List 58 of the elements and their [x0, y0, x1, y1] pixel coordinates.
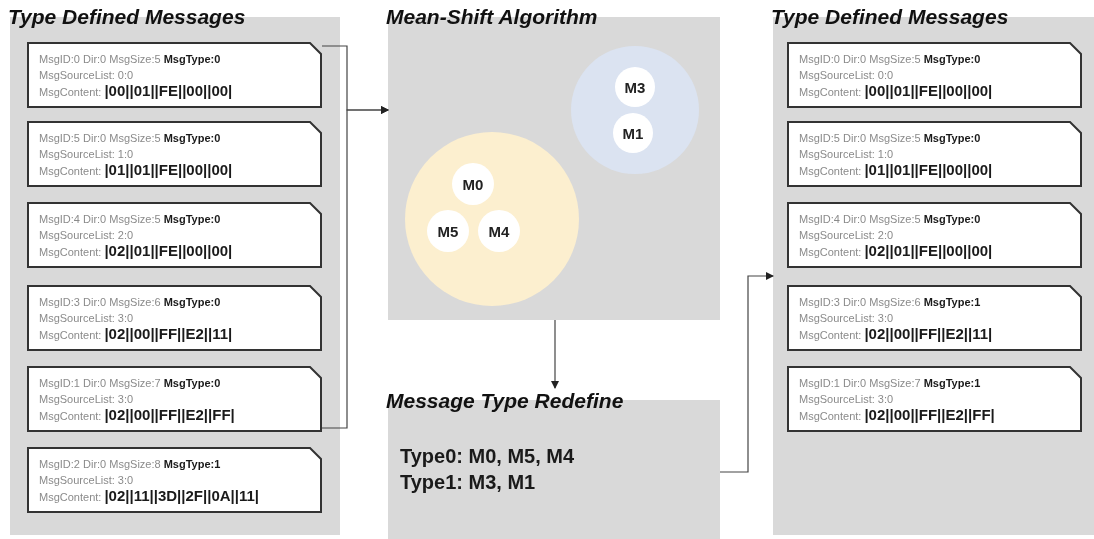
message-source-list: MsgSourceList: 1:0 [39, 146, 312, 162]
message-card [27, 285, 322, 351]
connector-arrow [321, 106, 389, 429]
message-header: MsgID:3 Dir:0 MsgSize:6 MsgType:0 [39, 295, 222, 310]
message-card [27, 366, 322, 432]
type-assignment: Type0: M0, M5, M4 [400, 444, 575, 469]
type-assignment: Type1: M3, M1 [400, 470, 536, 495]
message-content: MsgContent: |01||01||FE||00||00| [39, 162, 234, 179]
message-circle: M4 [478, 210, 520, 252]
message-card [27, 202, 322, 268]
message-card [27, 42, 322, 108]
message-circle: M5 [427, 210, 469, 252]
message-source-list: MsgSourceList: 3:0 [39, 472, 312, 488]
message-source-list: MsgSourceList: 3:0 [799, 310, 1072, 326]
message-source-list: MsgSourceList: 0:0 [39, 67, 312, 83]
message-content: MsgContent: |00||01||FE||00||00| [39, 83, 234, 100]
message-circle: M0 [452, 163, 494, 205]
message-card [787, 202, 1082, 268]
message-header: MsgID:4 Dir:0 MsgSize:5 MsgType:0 [799, 212, 982, 227]
message-content: MsgContent: |02||00||FF||E2||FF| [39, 407, 236, 424]
message-card [787, 285, 1082, 351]
message-card [27, 447, 322, 513]
message-content: MsgContent: |02||01||FE||00||00| [39, 243, 234, 260]
message-circle: M1 [613, 113, 653, 153]
panel-title: Message Type Redefine [386, 388, 624, 414]
message-source-list: MsgSourceList: 0:0 [799, 67, 1072, 83]
message-header: MsgID:1 Dir:0 MsgSize:7 MsgType:1 [799, 376, 982, 391]
panel-title: Mean-Shift Algorithm [386, 4, 598, 30]
message-source-list: MsgSourceList: 1:0 [799, 146, 1072, 162]
message-card [787, 42, 1082, 108]
message-card [787, 366, 1082, 432]
message-header: MsgID:3 Dir:0 MsgSize:6 MsgType:1 [799, 295, 982, 310]
message-source-list: MsgSourceList: 3:0 [39, 310, 312, 326]
message-source-list: MsgSourceList: 3:0 [799, 391, 1072, 407]
panel-title: Type Defined Messages [771, 4, 1009, 30]
message-circle: M3 [615, 67, 655, 107]
message-source-list: MsgSourceList: 2:0 [799, 227, 1072, 243]
message-header: MsgID:0 Dir:0 MsgSize:5 MsgType:0 [799, 52, 982, 67]
message-content: MsgContent: |02||00||FF||E2||11| [799, 326, 994, 343]
panel-title: Type Defined Messages [8, 4, 246, 30]
message-content: MsgContent: |00||01||FE||00||00| [799, 83, 994, 100]
message-header: MsgID:4 Dir:0 MsgSize:5 MsgType:0 [39, 212, 222, 227]
message-card [787, 121, 1082, 187]
message-header: MsgID:1 Dir:0 MsgSize:7 MsgType:0 [39, 376, 222, 391]
message-header: MsgID:5 Dir:0 MsgSize:5 MsgType:0 [39, 131, 222, 146]
message-content: MsgContent: |02||11||3D||2F||0A||11| [39, 488, 261, 505]
message-content: MsgContent: |01||01||FE||00||00| [799, 162, 994, 179]
message-source-list: MsgSourceList: 2:0 [39, 227, 312, 243]
message-header: MsgID:5 Dir:0 MsgSize:5 MsgType:0 [799, 131, 982, 146]
message-header: MsgID:0 Dir:0 MsgSize:5 MsgType:0 [39, 52, 222, 67]
message-card [27, 121, 322, 187]
message-source-list: MsgSourceList: 3:0 [39, 391, 312, 407]
message-content: MsgContent: |02||01||FE||00||00| [799, 243, 994, 260]
connector-arrow [551, 319, 559, 389]
connector-arrow [719, 272, 774, 473]
message-content: MsgContent: |02||00||FF||E2||FF| [799, 407, 996, 424]
message-header: MsgID:2 Dir:0 MsgSize:8 MsgType:1 [39, 457, 222, 472]
message-content: MsgContent: |02||00||FF||E2||11| [39, 326, 234, 343]
